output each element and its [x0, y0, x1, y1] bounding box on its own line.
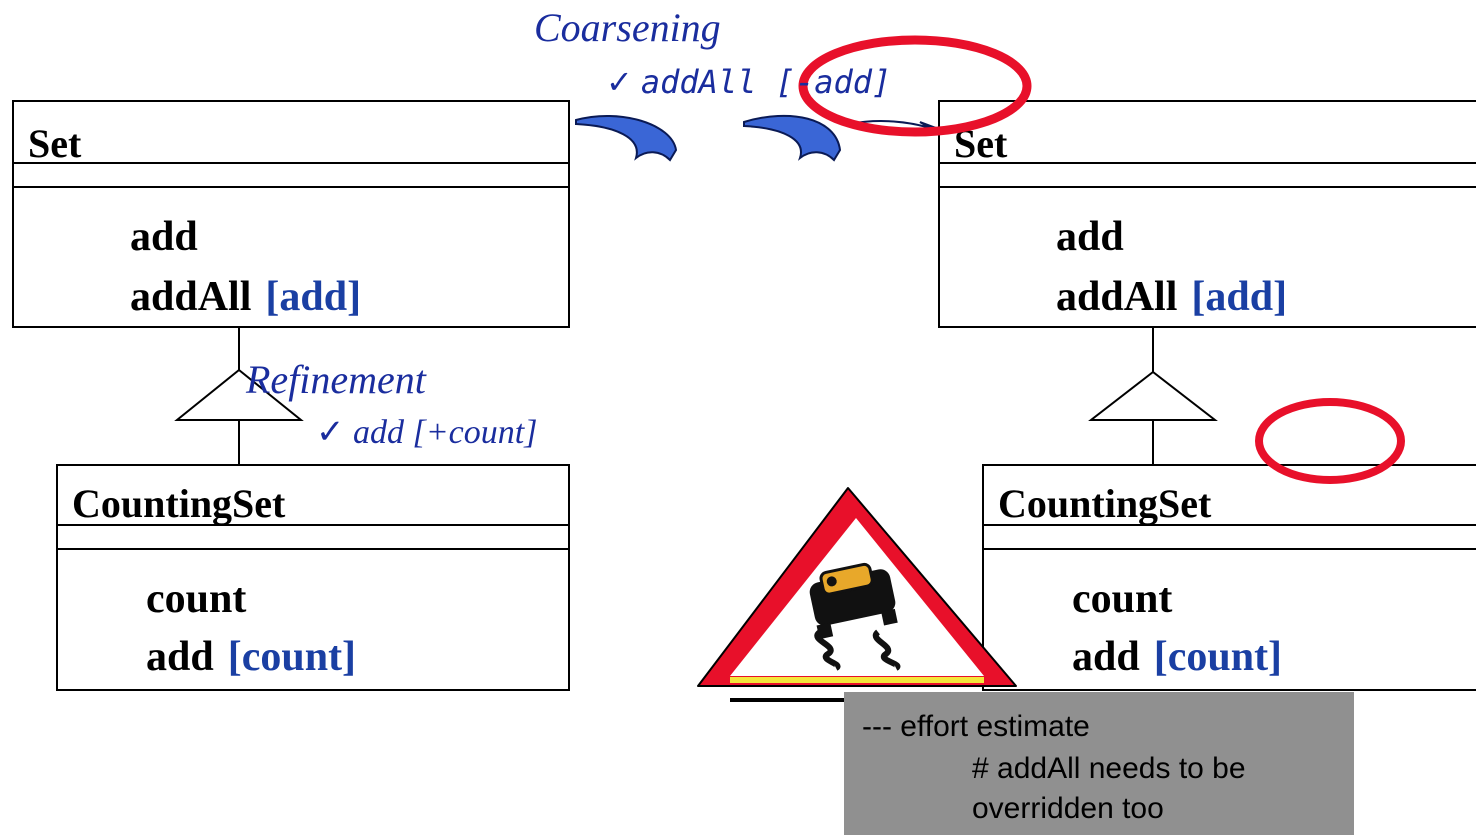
coarsening-arrow	[575, 114, 939, 162]
highlight-ellipse-coarsening	[798, 35, 1032, 137]
refinement-label: Refinement	[246, 357, 426, 402]
right-set-method-add: add	[1056, 214, 1124, 260]
right-set-method-addall: addAll[add]	[1056, 274, 1288, 320]
left-set-addall-dependency: [add]	[265, 274, 362, 320]
right-set-addall-dependency: [add]	[1191, 274, 1288, 320]
left-set-method-addall: addAll[add]	[130, 274, 362, 320]
right-countingset-class-box: CountingSet count add[count]	[982, 464, 1476, 691]
coarsening-label: Coarsening	[534, 5, 721, 50]
note-line-2: # addAll needs to be	[972, 752, 1246, 785]
left-countingset-title: CountingSet	[72, 481, 286, 526]
left-set-divider-2	[14, 186, 568, 188]
right-set-divider-2	[940, 186, 1476, 188]
left-set-class-box: Set add addAll[add]	[12, 100, 570, 328]
refinement-check-icon: ✓	[316, 414, 345, 451]
right-countingset-divider-2	[984, 548, 1476, 550]
right-countingset-method-add: add[count]	[1072, 634, 1283, 680]
right-countingset-add-dependency: [count]	[1153, 634, 1283, 680]
left-countingset-divider-2	[58, 548, 568, 550]
coarsening-detail: ✓ addAll [-add]	[606, 66, 891, 98]
coarsening-check-icon: ✓	[606, 64, 633, 100]
left-inheritance-arrow	[174, 328, 304, 464]
right-countingset-divider-1	[984, 524, 1476, 526]
left-countingset-class-box: CountingSet count add[count]	[56, 464, 570, 691]
note-line-3: overridden too	[972, 792, 1164, 825]
note-line-1: --- effort estimate	[862, 710, 1090, 743]
left-countingset-method-add: add[count]	[146, 634, 357, 680]
slippery-road-warning-icon	[697, 487, 1017, 702]
left-set-divider-1	[14, 162, 568, 164]
left-set-title: Set	[28, 121, 82, 166]
right-countingset-title: CountingSet	[998, 481, 1212, 526]
effort-estimate-note: --- effort estimate # addAll needs to be…	[844, 692, 1354, 835]
right-set-class-box: Set add addAll[add]	[938, 100, 1476, 328]
right-countingset-method-count: count	[1072, 576, 1173, 622]
highlight-ellipse-countingset	[1255, 398, 1405, 484]
left-countingset-add-dependency: [count]	[227, 634, 357, 680]
refinement-detail-text: add [+count]	[353, 414, 538, 451]
right-set-divider-1	[940, 162, 1476, 164]
left-countingset-divider-1	[58, 524, 568, 526]
refinement-detail: ✓ add [+count]	[316, 416, 537, 450]
left-countingset-method-count: count	[146, 576, 247, 622]
right-inheritance-arrow	[1088, 328, 1218, 464]
coarsening-detail-text: addAll [-add]	[640, 63, 892, 101]
left-set-method-add: add	[130, 214, 198, 260]
